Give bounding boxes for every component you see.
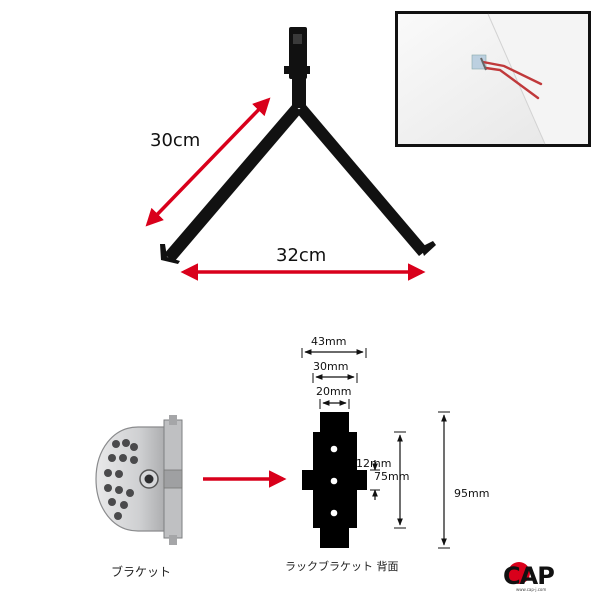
bracket-illustration bbox=[95, 415, 183, 545]
svg-text:12mm: 12mm bbox=[356, 457, 391, 470]
logo-text: CAP bbox=[503, 562, 554, 590]
logo-red-circle bbox=[508, 562, 530, 584]
svg-text:43mm: 43mm bbox=[311, 335, 346, 348]
dim-75mm: 75mm bbox=[374, 431, 409, 529]
span-label: 32cm bbox=[276, 245, 326, 266]
svg-text:20mm: 20mm bbox=[316, 385, 351, 398]
dim-43mm: 43mm bbox=[301, 335, 367, 358]
arm-length-label: 30cm bbox=[150, 130, 200, 151]
inset-photo bbox=[395, 11, 591, 147]
rack-right-arm bbox=[296, 104, 428, 256]
arm-length-arrow bbox=[145, 97, 271, 227]
rack-left-arm bbox=[164, 104, 302, 262]
dim-95mm: 95mm bbox=[438, 411, 489, 549]
rack-back-view bbox=[302, 412, 367, 548]
dim-30mm: 30mm bbox=[312, 360, 358, 383]
dim-12mm: 12mm bbox=[356, 457, 391, 500]
bracket-caption: ブラケット bbox=[111, 564, 171, 579]
dim-20mm: 20mm bbox=[316, 385, 351, 409]
mount-hole bbox=[330, 477, 338, 485]
mount-hole bbox=[330, 509, 338, 517]
back-view-caption: ラックブラケット 背面 bbox=[285, 559, 399, 573]
svg-text:75mm: 75mm bbox=[374, 470, 409, 483]
svg-text:95mm: 95mm bbox=[454, 487, 489, 500]
logo-url: www.cap-j.com bbox=[516, 587, 546, 592]
cap-logo: CAP www.cap-j.com bbox=[503, 562, 555, 592]
mount-hole bbox=[330, 445, 338, 453]
bike-rack-illustration bbox=[160, 27, 436, 264]
svg-text:30mm: 30mm bbox=[313, 360, 348, 373]
